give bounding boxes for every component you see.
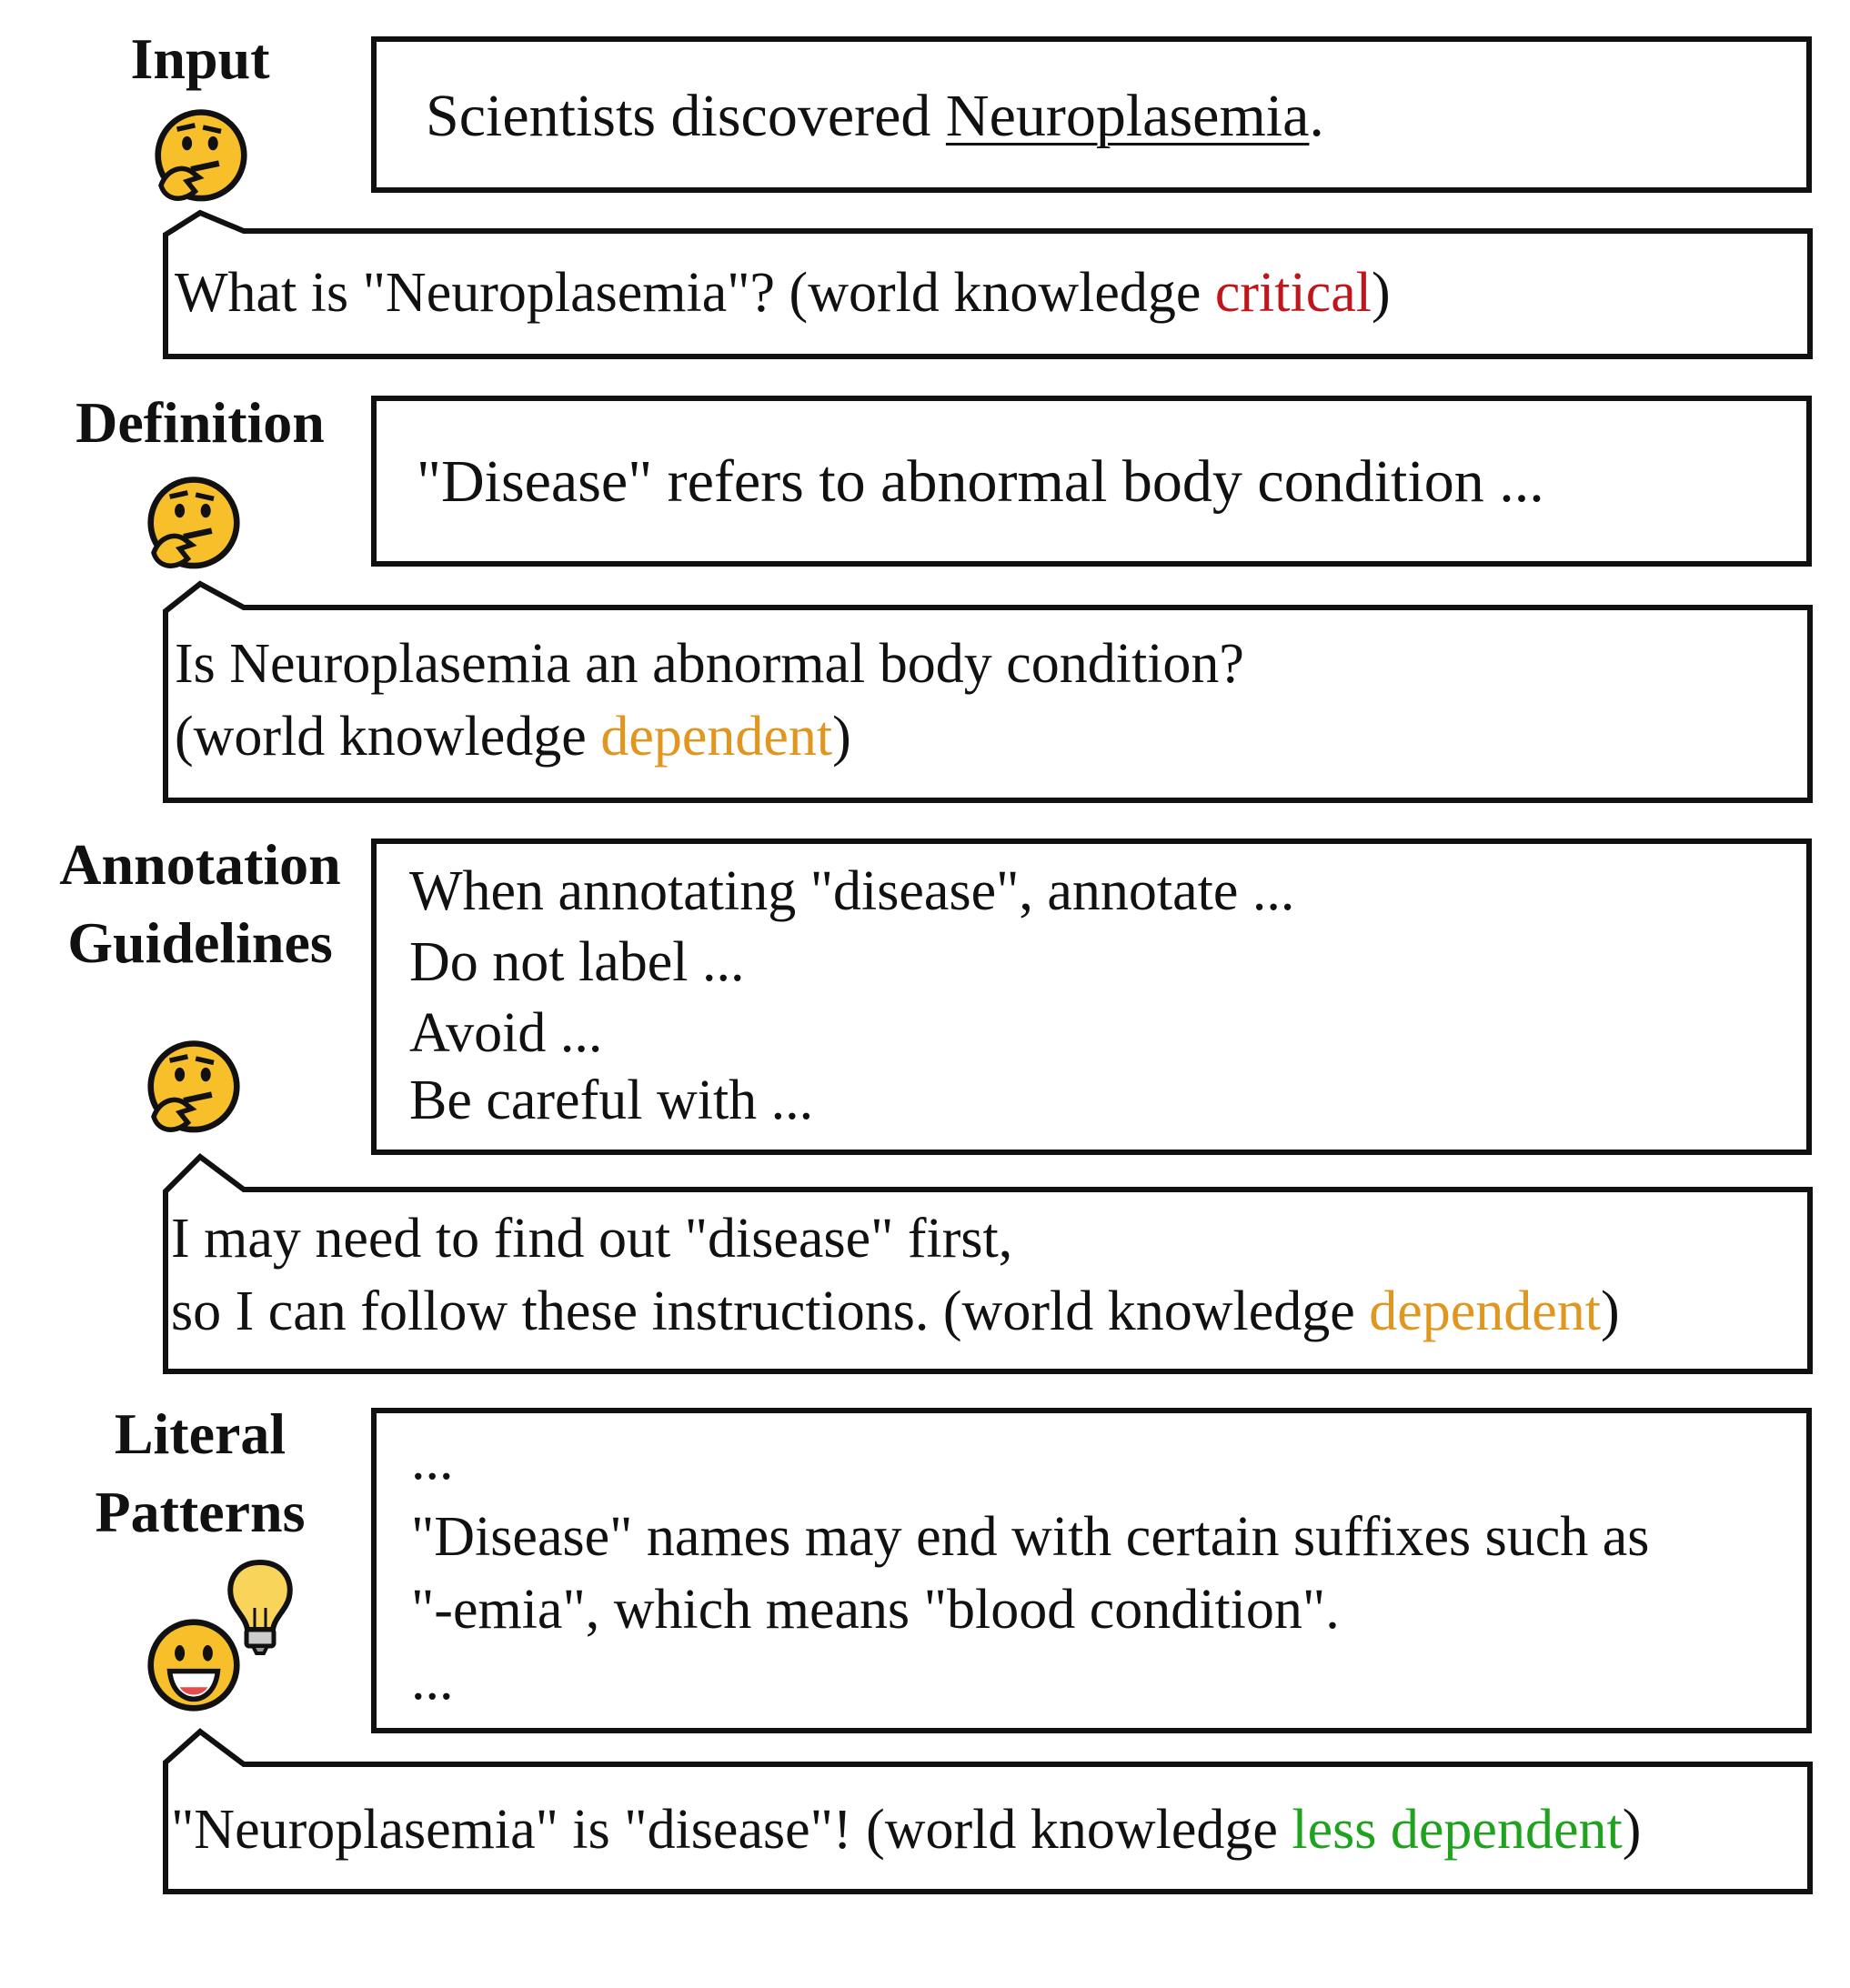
patterns-line: ... xyxy=(411,1650,454,1712)
definition-bubble-line2: (world knowledge dependent) xyxy=(175,706,851,768)
input-bubble-text: What is "Neuroplasemia"? (world knowledg… xyxy=(175,262,1391,324)
guidelines-label-line1: Annotation xyxy=(59,832,341,897)
guidelines-line: When annotating "disease", annotate ... xyxy=(409,860,1295,922)
input-thought-bubble xyxy=(163,209,1813,359)
thinking-face-icon xyxy=(155,109,247,202)
guidelines-box xyxy=(371,838,1812,1155)
definition-thought-bubble xyxy=(163,580,1813,803)
less-dependent-highlight: less dependent xyxy=(1292,1799,1623,1861)
guidelines-bubble-line2: so I can follow these instructions. (wor… xyxy=(171,1280,1620,1342)
definition-bubble-line1: Is Neuroplasemia an abnormal body condit… xyxy=(175,633,1244,695)
input-label: Input xyxy=(130,26,270,91)
input-sentence: Scientists discovered Neuroplasemia. xyxy=(426,83,1324,149)
dependent-highlight: dependent xyxy=(600,706,833,768)
entity-term: Neuroplasemia xyxy=(945,83,1310,149)
definition-text: "Disease" refers to abnormal body condit… xyxy=(417,448,1544,515)
thinking-face-icon xyxy=(147,477,240,569)
critical-highlight: critical xyxy=(1214,262,1372,324)
guidelines-line: Do not label ... xyxy=(409,931,745,993)
guidelines-thought-bubble xyxy=(163,1153,1813,1374)
patterns-thought-bubble xyxy=(163,1728,1813,1894)
patterns-line: "-emia", which means "blood condition". xyxy=(411,1579,1340,1641)
patterns-line: "Disease" names may end with certain suf… xyxy=(411,1506,1650,1568)
patterns-box xyxy=(371,1408,1812,1733)
guidelines-line: Avoid ... xyxy=(409,1002,603,1064)
dependent-highlight: dependent xyxy=(1369,1280,1602,1342)
guidelines-line: Be careful with ... xyxy=(409,1069,814,1131)
light-bulb-icon xyxy=(227,1559,293,1655)
patterns-bubble-text: "Neuroplasemia" is "disease"! (world kno… xyxy=(171,1799,1642,1861)
definition-label: Definition xyxy=(75,390,325,455)
guidelines-label-line2: Guidelines xyxy=(67,910,333,975)
input-box xyxy=(371,36,1812,193)
smiling-face-icon xyxy=(147,1619,240,1712)
definition-box xyxy=(371,396,1812,567)
patterns-line: ... xyxy=(411,1430,454,1491)
thinking-face-icon xyxy=(147,1040,240,1133)
patterns-label-line2: Patterns xyxy=(95,1480,306,1544)
guidelines-bubble-line1: I may need to find out "disease" first, xyxy=(171,1208,1013,1270)
patterns-label-line1: Literal xyxy=(114,1401,287,1466)
